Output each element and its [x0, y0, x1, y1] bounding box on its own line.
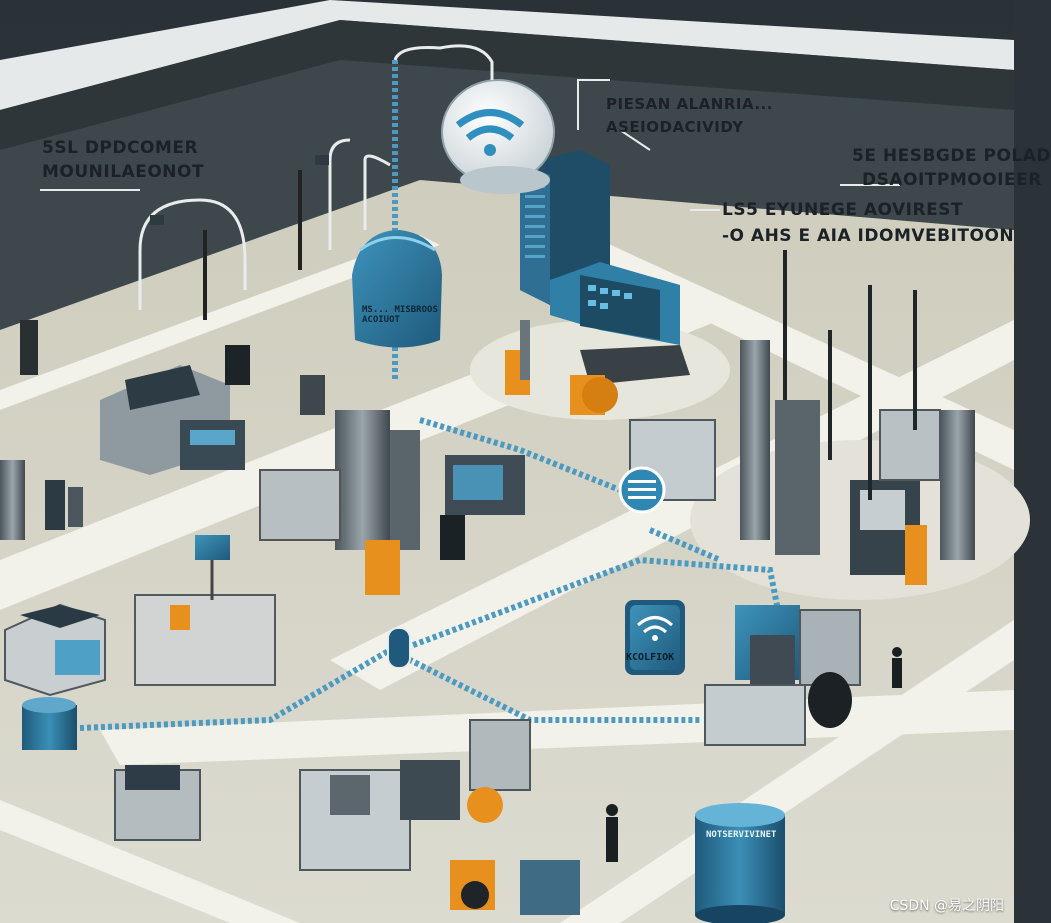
left-dome-sign-text: MS... MISBROOS ACOIUOT: [362, 305, 438, 325]
bottom-center-machinery: [299, 719, 580, 915]
label-connectors: [40, 79, 900, 211]
left-dome-sign: [352, 230, 442, 348]
label-mid-right-1: LS5 EYUNEGE AOVIREST: [722, 200, 964, 220]
right-machinery: [629, 250, 975, 585]
center-machinery: [505, 320, 690, 415]
junction-node: [387, 627, 411, 669]
people: [606, 647, 902, 862]
label-top-center-1: PIESAN ALANRIA...: [606, 95, 773, 113]
label-top-left-1: 5SL DPDCOMER: [42, 138, 199, 158]
satellite-dome-icon: [441, 79, 555, 194]
left-tanks: [0, 320, 83, 540]
label-top-right-1: 5E HESBGDE POLAD: [852, 146, 1051, 166]
wifi-icon: [637, 616, 673, 634]
wifi-sign: [625, 600, 685, 675]
lamp-poles-left: [138, 138, 391, 310]
workstations-left: [4, 535, 276, 697]
center-billboard: [550, 262, 680, 345]
left-machinery: [100, 345, 325, 475]
label-top-right-2: DSAOITPMOOIEER: [862, 170, 1042, 190]
wifi-sign-text: KCOLFIOK: [626, 652, 675, 663]
server-rack: [520, 150, 610, 305]
bottom-right-tank: [695, 803, 785, 923]
left-small-tank: [22, 697, 77, 750]
back-wall-shade: [0, 20, 1014, 150]
label-top-left-2: MOUNILAEONOT: [42, 162, 205, 182]
bottom-left-machine: [114, 765, 201, 841]
menu-icon: [618, 466, 666, 514]
watermark: CSDN @易之阴阳: [889, 898, 1004, 914]
label-mid-right-2: -O AHS E AIA IDOMVEBITOON: [722, 226, 1015, 246]
label-top-center-2: ASEIODACIVIDY: [606, 118, 744, 136]
tank-label-text: NOTSERVIVINET: [706, 830, 777, 840]
right-mid-machinery: [704, 605, 861, 746]
tower-machinery: [259, 410, 525, 595]
